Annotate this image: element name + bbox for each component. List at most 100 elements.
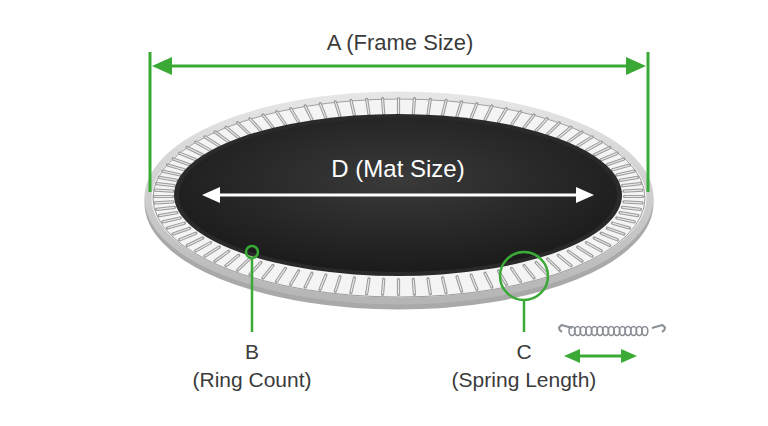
- arrowhead: [576, 187, 594, 203]
- spring: [205, 247, 219, 256]
- leader-line: [523, 300, 526, 332]
- spring-highlight: [524, 115, 534, 127]
- spring: [586, 243, 601, 251]
- spring: [187, 238, 203, 246]
- spring-highlight: [238, 259, 250, 270]
- spring-highlight: [568, 132, 582, 142]
- spring-highlight: [238, 123, 250, 134]
- spring-highlight: [173, 159, 190, 165]
- spring: [601, 233, 617, 240]
- spring: [443, 278, 447, 293]
- spring-highlight: [367, 99, 369, 114]
- spring: [163, 171, 180, 175]
- spring-highlight: [205, 247, 219, 256]
- spring-highlight: [471, 275, 477, 289]
- spring-highlight: [428, 99, 430, 114]
- spring: [457, 102, 462, 116]
- spring: [601, 153, 617, 160]
- spring-highlight: [398, 280, 399, 295]
- spring-ring: [155, 99, 643, 295]
- spring: [512, 112, 521, 125]
- spring-highlight: [512, 268, 521, 281]
- dimension-line: [166, 65, 632, 68]
- spring: [383, 279, 384, 294]
- spring: [238, 123, 250, 134]
- spring: [613, 165, 630, 170]
- spring: [367, 279, 369, 294]
- spring-highlight: [613, 223, 630, 228]
- spring-highlight: [624, 201, 642, 203]
- spring: [291, 271, 299, 284]
- spring-highlight: [180, 153, 196, 160]
- frame-inner-edge: [153, 99, 645, 297]
- spring-highlight: [594, 148, 610, 156]
- spring-highlight: [155, 189, 173, 191]
- spring-highlight: [367, 279, 369, 294]
- spring: [568, 132, 582, 142]
- spring-highlight: [383, 99, 384, 114]
- spring: [413, 99, 414, 114]
- spring-highlight: [277, 268, 286, 281]
- spring: [277, 112, 286, 125]
- spring-highlight: [187, 238, 203, 246]
- spring: [196, 142, 211, 150]
- spring: [578, 137, 592, 146]
- spring: [524, 266, 534, 278]
- spring-highlight: [277, 112, 286, 125]
- spring: [623, 207, 641, 209]
- spring: [159, 177, 177, 180]
- spring: [443, 100, 447, 115]
- extension-line: [647, 52, 650, 192]
- spring: [586, 142, 601, 150]
- spring-highlight: [613, 165, 630, 170]
- spring-highlight: [163, 218, 180, 222]
- mat-binding: [174, 114, 622, 276]
- spring-highlight: [157, 207, 175, 209]
- spring: [263, 266, 273, 278]
- spring: [226, 127, 239, 138]
- frame-tube: [148, 95, 650, 301]
- spring-highlight: [196, 142, 211, 150]
- spring: [367, 99, 369, 114]
- spring: [215, 132, 229, 142]
- spring-highlight: [607, 159, 624, 165]
- spring-highlight: [291, 271, 299, 284]
- spring: [617, 171, 634, 175]
- spring: [167, 165, 184, 170]
- spring-highlight: [457, 277, 462, 291]
- spring: [558, 127, 571, 138]
- spring-highlight: [335, 277, 340, 291]
- spring: [578, 247, 592, 256]
- spring-highlight: [498, 109, 506, 122]
- spring: [620, 213, 638, 216]
- spring-highlight: [215, 132, 229, 142]
- spring: [180, 233, 196, 240]
- spring: [238, 259, 250, 270]
- spring-highlight: [548, 123, 560, 134]
- spring-highlight: [607, 228, 624, 234]
- spring: [159, 213, 177, 216]
- spring: [536, 119, 547, 131]
- spring: [250, 119, 261, 131]
- spring-highlight: [250, 119, 261, 131]
- spring: [607, 159, 624, 165]
- spring-icon: [559, 325, 665, 336]
- spring: [617, 218, 634, 222]
- spring-highlight: [586, 142, 601, 150]
- spring: [157, 184, 175, 186]
- spring: [263, 115, 273, 127]
- spring: [180, 153, 196, 160]
- spring-highlight: [601, 233, 617, 240]
- spring-highlight: [443, 278, 447, 293]
- spring: [226, 255, 239, 266]
- spring: [558, 255, 571, 266]
- spring-highlight: [226, 255, 239, 266]
- spring: [163, 218, 180, 222]
- spring-highlight: [617, 218, 634, 222]
- spring-highlight: [601, 153, 617, 160]
- spring: [167, 223, 184, 228]
- spring: [624, 188, 642, 192]
- spring-coil: [642, 327, 648, 336]
- spring: [196, 243, 211, 251]
